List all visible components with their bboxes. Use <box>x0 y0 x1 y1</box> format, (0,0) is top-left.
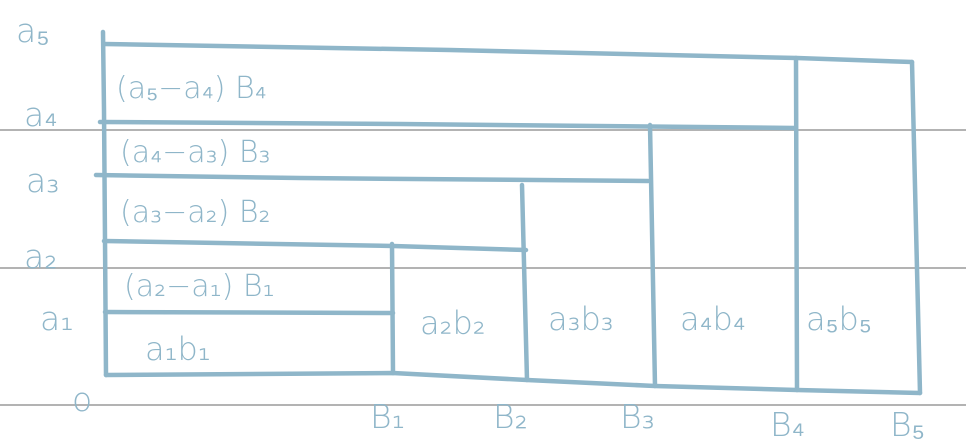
x-label-b2: B₂ <box>493 397 528 436</box>
cell-label-a4b4: a₄b₄ <box>680 300 746 338</box>
boundary-a2 <box>101 238 529 253</box>
y-axis-line <box>100 29 109 378</box>
bottom-edge <box>103 370 923 396</box>
boundary-a5 <box>101 41 915 65</box>
strip-label-3: (a₄−a₃) B₃ <box>120 135 271 170</box>
strip-label-1: (a₂−a₁) B₁ <box>124 269 275 304</box>
y-label-origin: o <box>72 380 92 419</box>
y-label-a2: a₂ <box>24 237 57 276</box>
boundary-a1 <box>102 309 396 316</box>
cell-label-a1b1: a₁b₁ <box>145 330 211 368</box>
x-label-b4: B₄ <box>770 405 805 444</box>
cell-label-a3b3: a₃b₃ <box>548 300 614 338</box>
strip-label-4: (a₅−a₄) B₄ <box>116 71 267 106</box>
y-label-a4: a₄ <box>24 95 57 134</box>
strip-label-2: (a₃−a₂) B₂ <box>120 195 271 230</box>
x-label-b3: B₃ <box>620 397 655 436</box>
boundary-b1 <box>389 241 396 376</box>
y-label-a1: a₁ <box>40 299 73 338</box>
y-label-a3: a₃ <box>26 161 59 200</box>
boundary-b5 <box>909 59 923 396</box>
cell-label-a2b2: a₂b₂ <box>420 304 486 342</box>
boundary-a4 <box>97 119 798 131</box>
x-label-b5: B₅ <box>890 405 925 444</box>
boundary-a3 <box>93 172 651 184</box>
boundary-b3 <box>647 122 658 389</box>
y-label-a5: a₅ <box>16 11 50 50</box>
cell-label-a5b5: a₅b₅ <box>806 300 872 338</box>
boundary-b4 <box>793 55 800 393</box>
boundary-b2 <box>519 182 530 383</box>
x-label-b1: B₁ <box>370 397 405 436</box>
